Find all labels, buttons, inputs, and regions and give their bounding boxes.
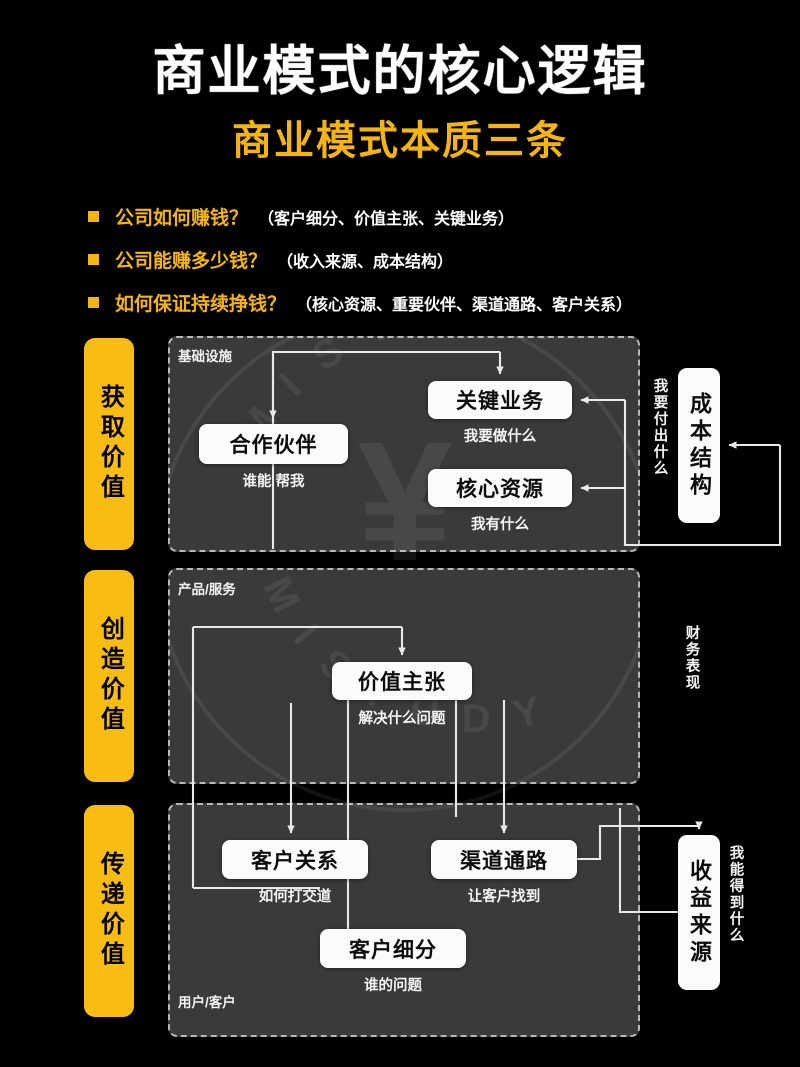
node-cost-structure[interactable]: 成本结构 bbox=[678, 368, 720, 523]
bullet-list: 公司如何赚钱？ （客户细分、价值主张、关键业务） 公司能赚多少钱？ （收入来源、… bbox=[88, 203, 748, 332]
bullet-square-icon bbox=[88, 211, 99, 222]
section-label-deliver-value: 传递价值 bbox=[84, 805, 134, 1017]
bullet-detail: （收入来源、成本结构） bbox=[277, 254, 454, 271]
node-revenue-streams[interactable]: 收益来源 bbox=[678, 835, 720, 990]
panel-users-customers bbox=[168, 803, 640, 1037]
section-label-acquire-value: 获取价值 bbox=[84, 338, 134, 550]
node-key-resources[interactable]: 核心资源 bbox=[428, 469, 572, 507]
list-item: 公司能赚多少钱？ （收入来源、成本结构） bbox=[88, 246, 748, 289]
bullet-question: 公司能赚多少钱？ bbox=[115, 251, 268, 272]
list-item: 公司如何赚钱？ （客户细分、价值主张、关键业务） bbox=[88, 203, 748, 246]
caption-value-proposition: 解决什么问题 bbox=[358, 711, 446, 727]
panel-tag-infrastructure: 基础设施 bbox=[178, 349, 232, 364]
caption-key-activities: 我要做什么 bbox=[463, 429, 537, 445]
label-financial-performance: 财务表现 bbox=[683, 625, 700, 691]
caption-cost-structure: 我要付出什么 bbox=[651, 378, 668, 477]
node-key-activities[interactable]: 关键业务 bbox=[428, 381, 572, 419]
section-label-create-value: 创造价值 bbox=[84, 570, 134, 782]
caption-customer-relationships: 如何打交道 bbox=[258, 889, 332, 905]
caption-channels: 让客户找到 bbox=[467, 889, 541, 905]
bullet-square-icon bbox=[88, 297, 99, 308]
node-value-proposition[interactable]: 价值主张 bbox=[332, 662, 472, 700]
bullet-square-icon bbox=[88, 254, 99, 265]
node-customer-segments[interactable]: 客户细分 bbox=[320, 929, 466, 968]
page-subtitle: 商业模式本质三条 bbox=[232, 119, 568, 163]
caption-revenue-streams: 我能得到什么 bbox=[727, 845, 744, 944]
bullet-detail: （核心资源、重要伙伴、渠道通路、客户关系） bbox=[296, 297, 633, 314]
node-customer-relationships[interactable]: 客户关系 bbox=[222, 840, 368, 879]
panel-tag-users-customers: 用户/客户 bbox=[178, 995, 236, 1010]
bullet-question: 如何保证持续挣钱？ bbox=[115, 294, 287, 315]
page-title: 商业模式的核心逻辑 bbox=[152, 42, 648, 101]
bullet-question: 公司如何赚钱？ bbox=[115, 208, 249, 229]
caption-partners: 谁能 帮我 bbox=[242, 474, 305, 490]
bullet-detail: （客户细分、价值主张、关键业务） bbox=[258, 211, 515, 228]
caption-customer-segments: 谁的问题 bbox=[364, 978, 422, 994]
node-channels[interactable]: 渠道通路 bbox=[431, 840, 577, 879]
node-partners[interactable]: 合作伙伴 bbox=[199, 424, 348, 464]
list-item: 如何保证持续挣钱？ （核心资源、重要伙伴、渠道通路、客户关系） bbox=[88, 289, 748, 332]
caption-key-resources: 我有什么 bbox=[471, 517, 529, 533]
panel-tag-product-service: 产品/服务 bbox=[178, 582, 236, 597]
